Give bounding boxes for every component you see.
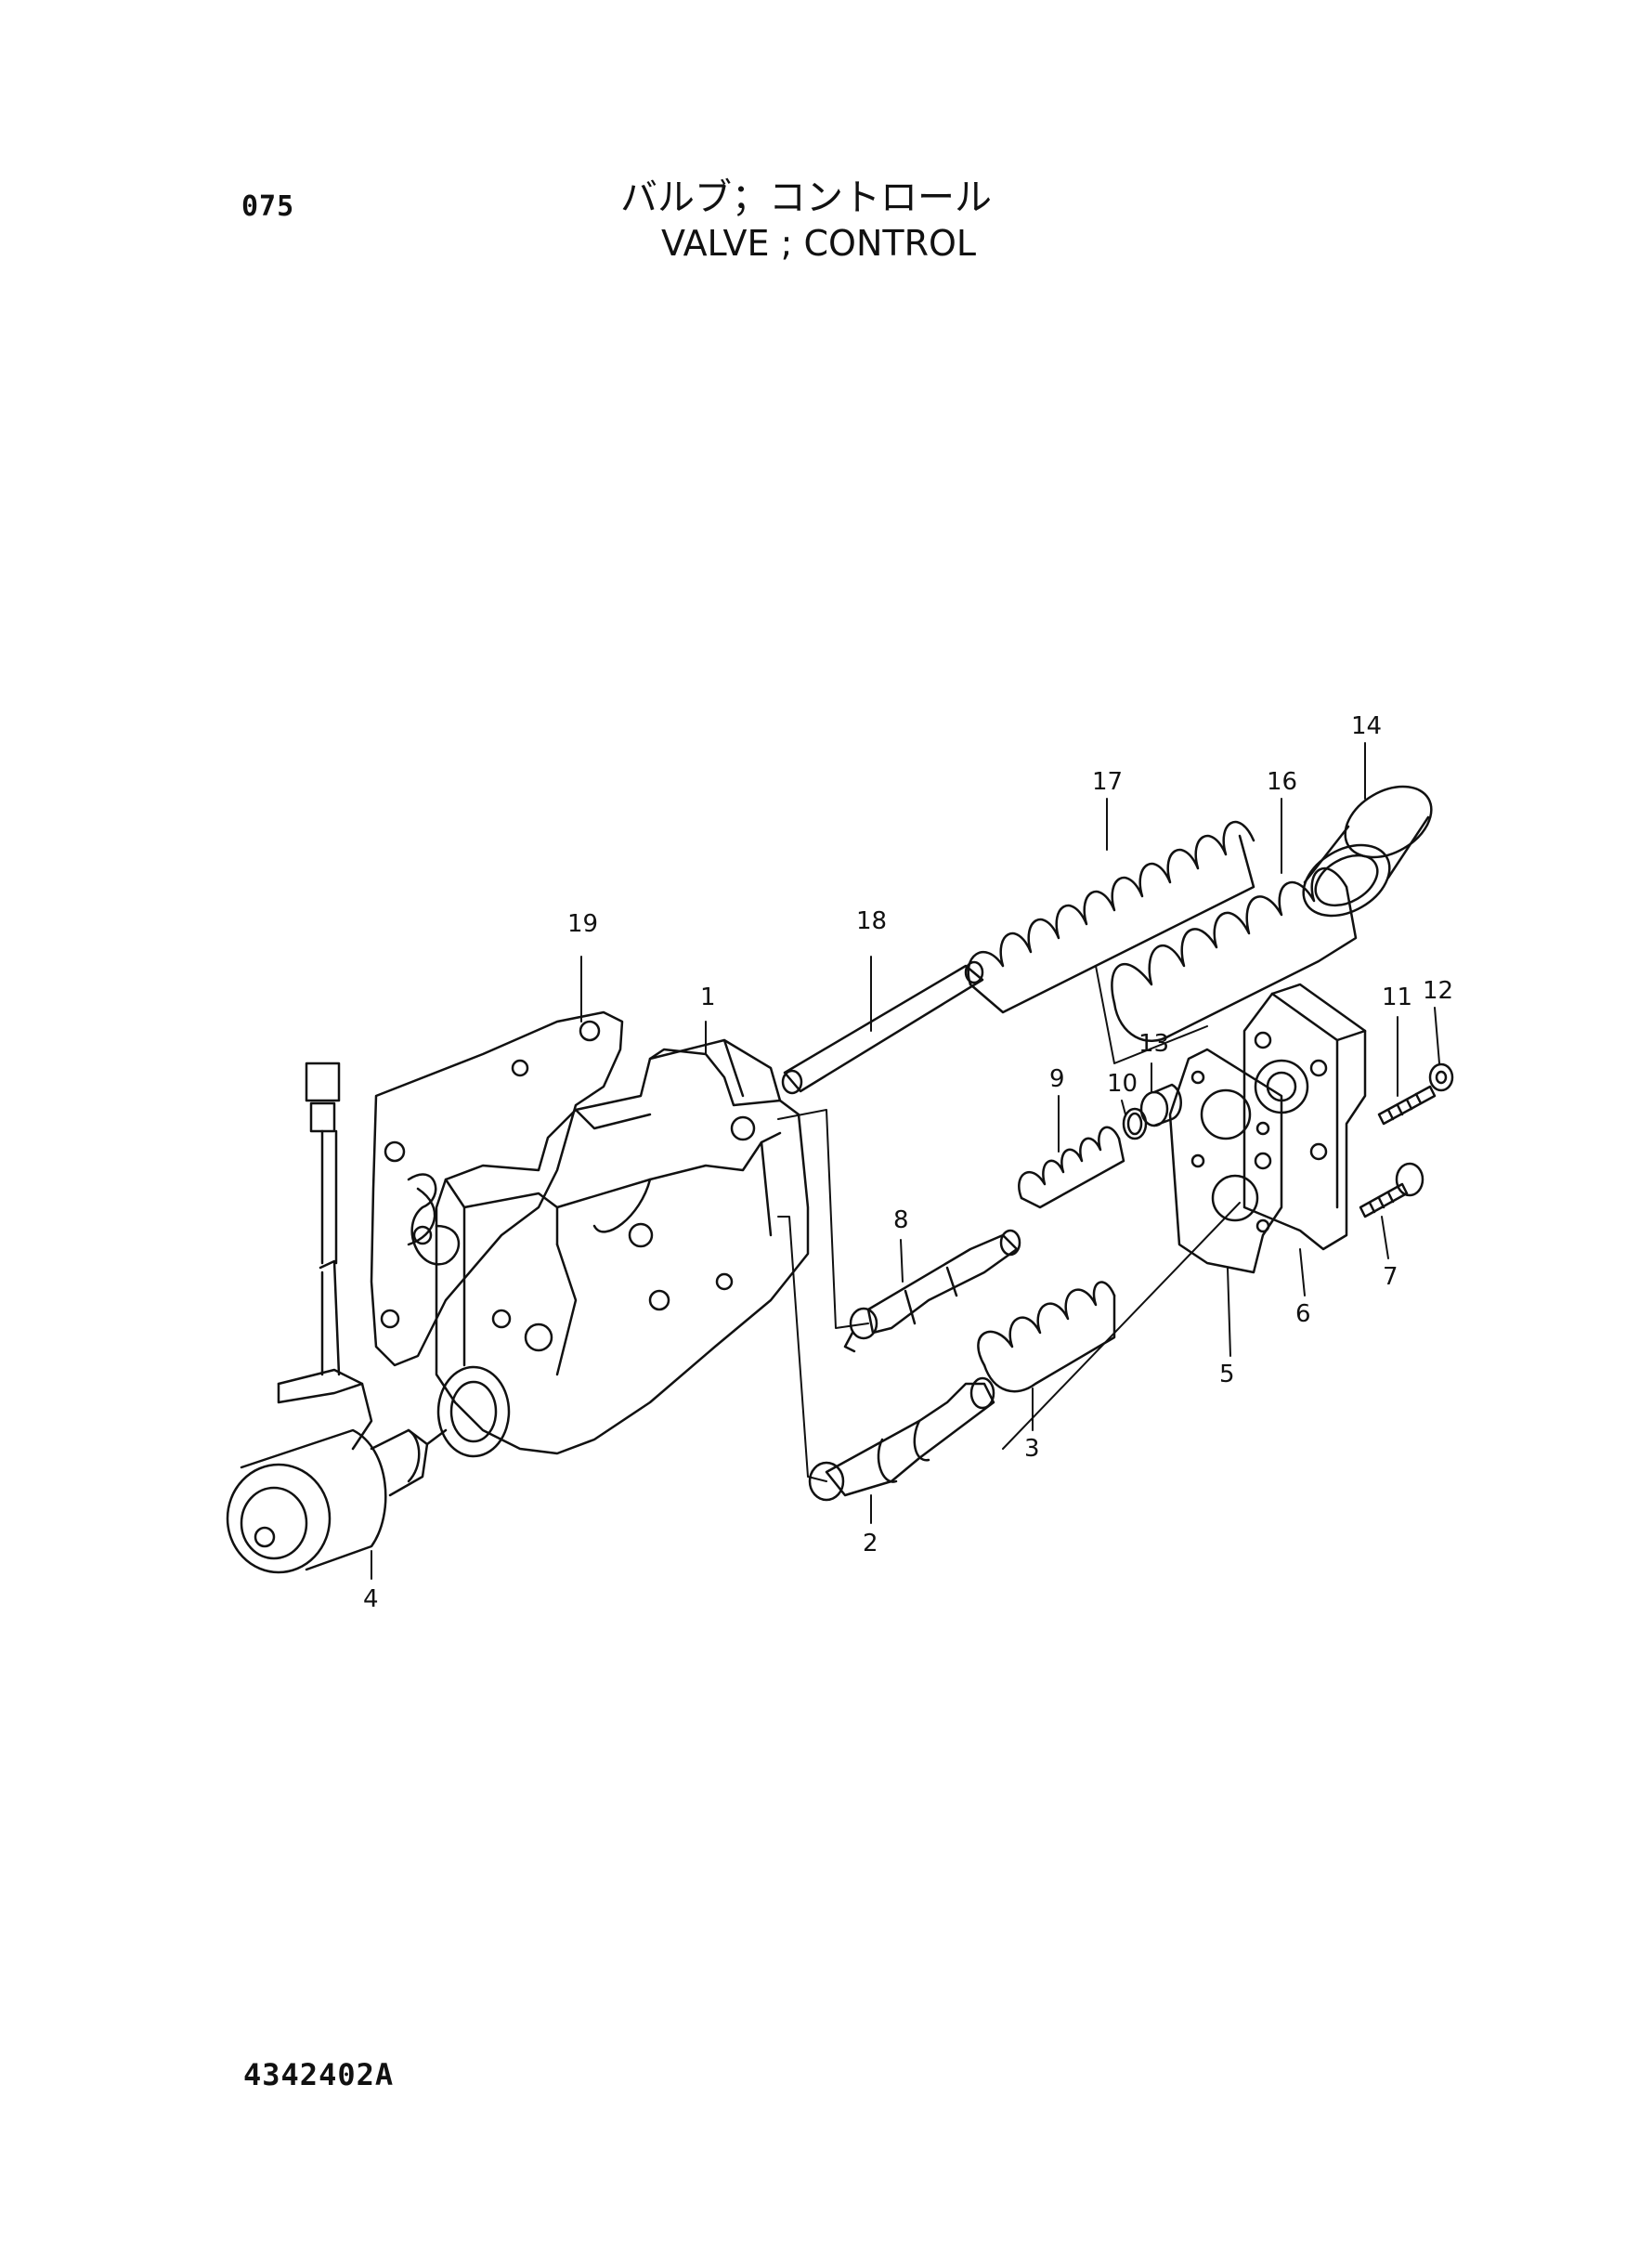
callout-19: 19 (567, 910, 598, 938)
callout-6: 6 (1295, 1300, 1311, 1328)
part-16-spring (1111, 866, 1358, 1042)
part-1-valve-body (435, 1038, 810, 1458)
callout-14: 14 (1351, 712, 1382, 740)
callout-1: 1 (700, 984, 716, 1011)
part-14-cap (1302, 785, 1433, 918)
part-11-screw (1377, 1085, 1437, 1126)
leader-lines (371, 742, 1440, 1580)
callout-16: 16 (1267, 768, 1297, 796)
title-english: VALVE ; CONTROL (661, 223, 977, 264)
part-4-solenoid (226, 1062, 448, 1574)
part-10-o-ring (1122, 1107, 1148, 1140)
part-17-spring (967, 820, 1255, 1014)
page-number: 075 (241, 190, 295, 223)
part-5-gasket (1168, 1048, 1283, 1274)
part-18-pin (781, 960, 984, 1095)
callout-13: 13 (1138, 1030, 1169, 1058)
callout-17: 17 (1092, 768, 1123, 796)
part-3-spring (977, 1281, 1116, 1393)
part-6-cover (1242, 983, 1367, 1251)
callout-9: 9 (1049, 1065, 1065, 1093)
part-19-gasket (370, 1010, 624, 1367)
assembly-guide-lines (777, 965, 1241, 1482)
title-japanese: バルブ；コントロール (620, 176, 992, 219)
callout-labels: 1 2 3 4 5 6 7 8 9 10 11 12 13 14 16 17 1… (363, 712, 1453, 1613)
callout-10: 10 (1107, 1070, 1138, 1098)
callout-3: 3 (1024, 1435, 1040, 1463)
part-9-spring (1018, 1126, 1125, 1209)
callout-18: 18 (856, 907, 887, 935)
part-2-spool (808, 1376, 995, 1502)
part-7-bolt (1359, 1162, 1424, 1218)
part-12-nut (1428, 1062, 1454, 1092)
callout-2: 2 (863, 1530, 878, 1557)
callout-4: 4 (363, 1585, 379, 1613)
callout-12: 12 (1423, 977, 1453, 1005)
document-id: 4342402A (243, 2057, 395, 2092)
callout-8: 8 (893, 1206, 909, 1234)
part-13-plug (1139, 1083, 1182, 1127)
callout-7: 7 (1383, 1263, 1398, 1291)
part-8-spool (843, 1229, 1021, 1353)
callout-11: 11 (1382, 984, 1412, 1011)
callout-5: 5 (1219, 1361, 1235, 1388)
